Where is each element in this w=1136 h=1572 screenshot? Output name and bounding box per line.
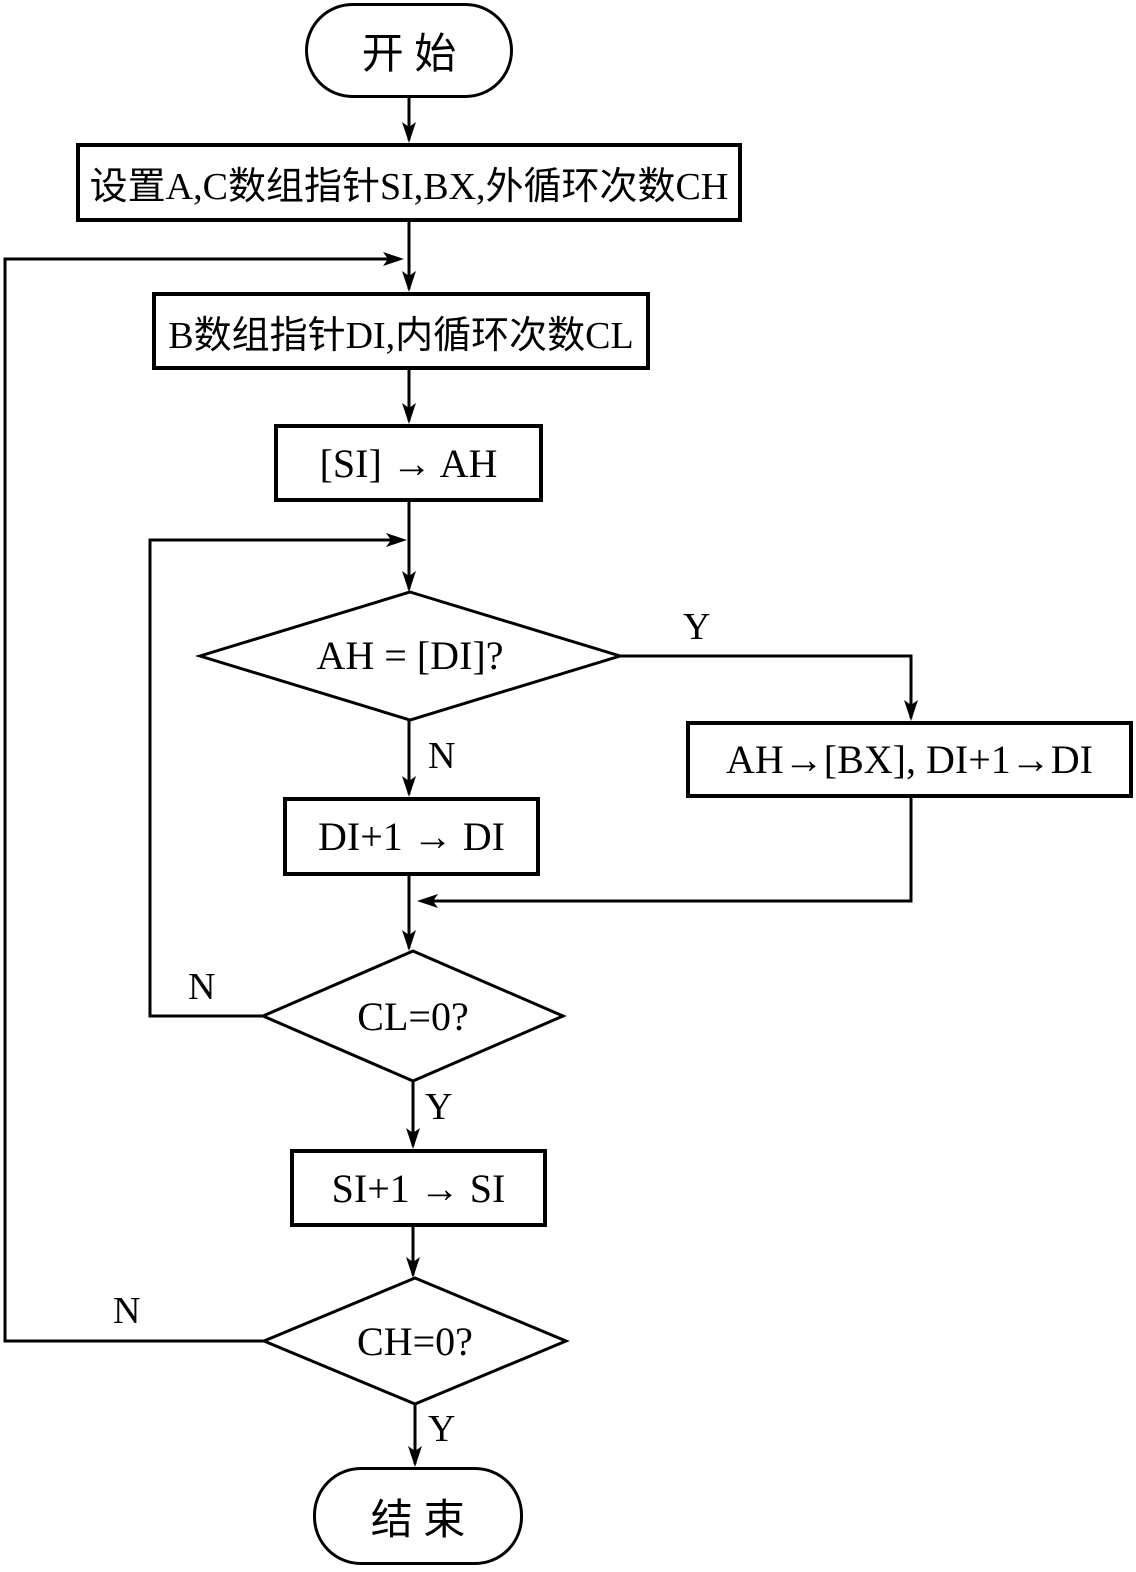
arrow-head [417, 894, 438, 908]
arrow-head [402, 271, 416, 292]
edge-ch-zero-no-loop [3, 257, 396, 1343]
branch-label-cl-zero-yes: Y [425, 1086, 453, 1128]
branch-label-compare-yes: Y [683, 606, 711, 648]
arrow-head [386, 533, 407, 547]
arrow-head [402, 571, 416, 592]
arrow-head [402, 122, 416, 143]
branch-label-compare-no: N [428, 735, 456, 777]
decision-compare-label: AH = [DI]? [316, 632, 504, 678]
arrow-head [402, 930, 416, 951]
process-init-inner: B数组指针DI,内循环次数CL [152, 292, 650, 370]
process-store-match: AH→[BX], DI+1→DI [686, 721, 1133, 798]
edge-store-match-merge [421, 798, 913, 903]
arrow-head [406, 1257, 420, 1278]
edge-cl-zero-no-loop [148, 538, 400, 1018]
terminal-end: 结 束 [313, 1467, 523, 1565]
arrow-head [406, 1128, 420, 1149]
arrow-head [383, 252, 404, 266]
branch-label-ch-zero-no: N [113, 1290, 141, 1332]
terminal-start: 开 始 [305, 3, 513, 98]
arrow-head [904, 700, 918, 721]
decision-cl-zero-shape [259, 949, 567, 1083]
branch-label-cl-zero-no: N [188, 966, 216, 1008]
decision-cl-zero-label: CL=0? [357, 993, 469, 1039]
decision-compare-shape [194, 590, 626, 722]
process-init-outer: 设置A,C数组指针SI,BX,外循环次数CH [76, 143, 742, 222]
decision-ch-zero-shape [260, 1276, 570, 1406]
arrow-head [402, 776, 416, 797]
arrow-head [402, 403, 416, 424]
process-inc-di: DI+1 → DI [283, 797, 540, 876]
process-inc-si: SI+1 → SI [290, 1149, 547, 1227]
process-load-ah: [SI] → AH [274, 424, 543, 502]
decision-ch-zero-label: CH=0? [357, 1318, 473, 1364]
branch-label-ch-zero-yes: Y [428, 1408, 456, 1450]
edge-compare-yes [620, 654, 913, 718]
arrow-head [408, 1446, 422, 1467]
